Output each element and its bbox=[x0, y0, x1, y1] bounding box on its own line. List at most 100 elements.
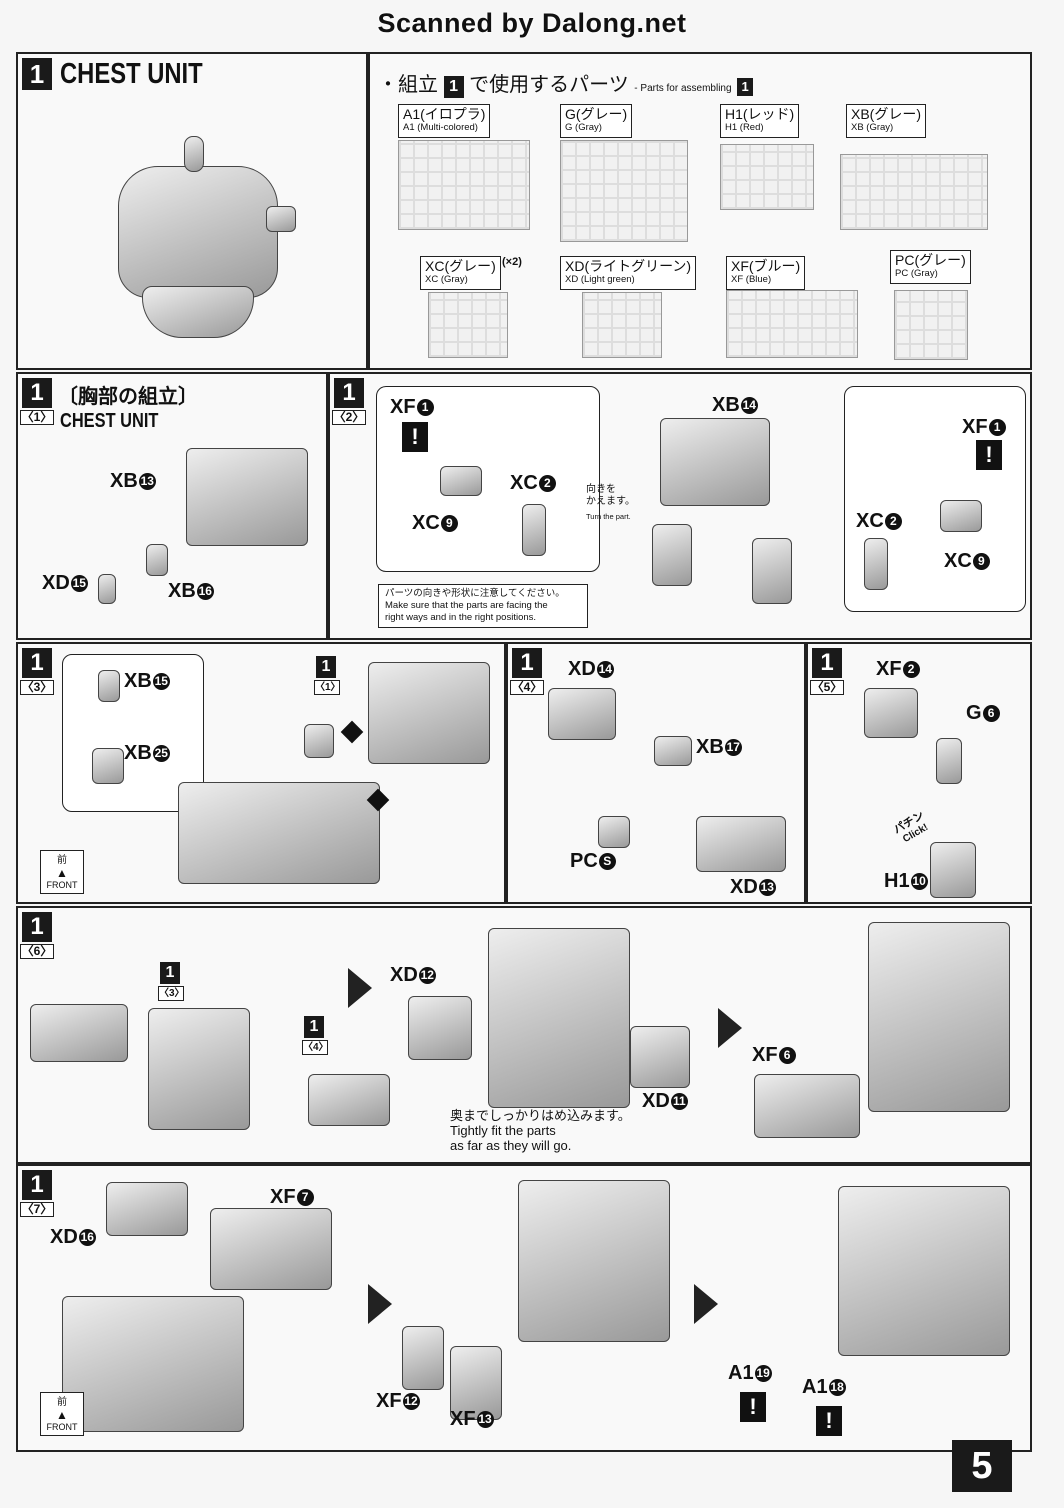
small-part bbox=[98, 574, 116, 604]
xc-part bbox=[752, 538, 792, 604]
xb17-part bbox=[654, 736, 692, 766]
xc-part bbox=[522, 504, 546, 556]
caution-icon: ! bbox=[402, 422, 428, 452]
chest-assembly-part bbox=[838, 1186, 1010, 1356]
caution-icon: ! bbox=[816, 1406, 842, 1436]
xb14-part bbox=[660, 418, 770, 506]
xf6-part bbox=[754, 1074, 860, 1138]
step-title-en: CHEST UNIT bbox=[60, 410, 159, 432]
chest-frame-part bbox=[368, 662, 490, 764]
front-indicator: 前 ▲ FRONT bbox=[40, 1392, 84, 1436]
step-number: 1 bbox=[512, 648, 542, 678]
xd13-part bbox=[308, 1074, 390, 1126]
runner-sprue-h1 bbox=[720, 144, 814, 210]
parts-title-step: 1 bbox=[443, 76, 464, 98]
runner-label-xb: XB(グレー)XB (Gray) bbox=[846, 104, 926, 138]
step-number: 1 bbox=[22, 1170, 52, 1200]
step-number: 1 bbox=[812, 648, 842, 678]
runner-label-a1: A1(イロプラ)A1 (Multi-colored) bbox=[398, 104, 491, 138]
reference-substep: 〈1〉 bbox=[314, 680, 341, 695]
substep-label: 〈3〉 bbox=[20, 680, 54, 695]
runner-sprue-xc bbox=[428, 292, 508, 358]
runner-label-xd: XD(ライトグリーン)XD (Light green) bbox=[560, 256, 697, 290]
small-part bbox=[304, 724, 334, 758]
reference-substep: 〈4〉 bbox=[302, 1040, 329, 1055]
chest-assembly-part bbox=[868, 922, 1010, 1112]
substep-label: 〈2〉 bbox=[332, 410, 366, 425]
chest-assembly-part bbox=[178, 782, 380, 884]
runner-label-g: G(グレー)G (Gray) bbox=[560, 104, 633, 138]
step-number: 1 bbox=[22, 58, 52, 90]
reference-step: 1 bbox=[304, 1016, 324, 1038]
chest-unit-illustration bbox=[96, 136, 296, 338]
xd14-part bbox=[548, 688, 616, 740]
caution-icon: ! bbox=[976, 440, 1002, 470]
substep-label: 〈7〉 bbox=[20, 1202, 54, 1217]
sequence-arrow bbox=[718, 1008, 742, 1048]
page-number: 5 bbox=[952, 1440, 1012, 1492]
xc-part bbox=[440, 466, 482, 496]
xc-part bbox=[940, 500, 982, 532]
chest-assembly-part bbox=[148, 1008, 250, 1130]
substep-label: 〈1〉 bbox=[20, 410, 54, 425]
xd11-part bbox=[630, 1026, 690, 1088]
left-detail-frame bbox=[376, 386, 600, 572]
parts-title-jp2: で使用するパーツ bbox=[469, 74, 629, 96]
runner-sprue-xb bbox=[840, 154, 988, 230]
chest-assembly-part bbox=[62, 1296, 244, 1432]
parts-title-step-en: 1 bbox=[737, 78, 754, 96]
runner-xc-count: (×2) bbox=[502, 256, 522, 268]
turn-note-jp: 向きを かえます。 bbox=[586, 484, 635, 507]
runner-sprue-pc bbox=[894, 290, 968, 360]
step-number: 1 bbox=[22, 378, 52, 408]
parts-title-en: - Parts for assembling bbox=[634, 83, 732, 94]
xb25-part bbox=[92, 748, 124, 784]
step-number: 1 bbox=[22, 648, 52, 678]
turn-note-en: Turn the part. bbox=[586, 512, 631, 521]
reference-substep: 〈3〉 bbox=[158, 986, 185, 1001]
runner-label-h1: H1(レッド)H1 (Red) bbox=[720, 104, 800, 138]
xd13-part bbox=[696, 816, 786, 872]
parts-title-jp: ・組立 bbox=[378, 74, 438, 96]
substep-label: 〈5〉 bbox=[810, 680, 844, 695]
h1-part bbox=[930, 842, 976, 898]
runner-label-pc: PC(グレー)PC (Gray) bbox=[890, 250, 971, 284]
sequence-arrow bbox=[368, 1284, 392, 1324]
runner-sprue-a1 bbox=[398, 140, 530, 230]
front-indicator: 前 ▲ FRONT bbox=[40, 850, 84, 894]
step-number: 1 bbox=[22, 912, 52, 942]
xc-part bbox=[652, 524, 692, 586]
parts-list-panel: ・組立 1 で使用するパーツ - Parts for assembling 1 … bbox=[368, 52, 1032, 370]
xb15-part bbox=[98, 670, 120, 702]
step-title-jp: 〔胸部の組立〕 bbox=[58, 386, 198, 408]
watermark: Scanned by Dalong.net bbox=[377, 8, 687, 38]
xf-part bbox=[30, 1004, 128, 1062]
xf13-part bbox=[450, 1346, 502, 1420]
runner-sprue-g bbox=[560, 140, 688, 242]
xd12-part bbox=[408, 996, 472, 1060]
